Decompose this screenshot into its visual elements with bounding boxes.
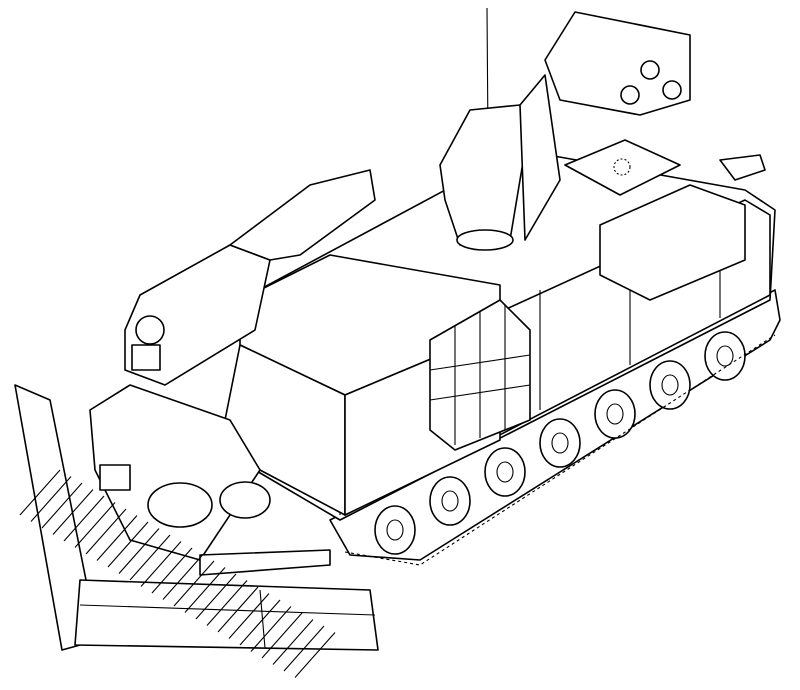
plow-tine: [162, 554, 204, 600]
plow-tine: [107, 521, 149, 568]
plow-tine: [19, 469, 61, 516]
rear-bucket: [544, 11, 691, 116]
rear-deck: [564, 139, 766, 301]
road-wheel: [594, 389, 636, 439]
plow-tine: [239, 599, 281, 646]
plow-tine: [140, 541, 182, 587]
plow-tine: [195, 573, 237, 620]
plow-tine: [129, 534, 171, 581]
road-wheel: [374, 505, 416, 555]
wheel-hub: [661, 374, 679, 396]
plow-tine: [30, 476, 72, 522]
plow-hydraulics: [89, 384, 331, 576]
plow-tine: [261, 612, 303, 659]
plow-tine: [118, 528, 160, 574]
wheel-hub: [606, 403, 624, 425]
plow-tine: [184, 567, 226, 613]
plow-tine: [96, 515, 138, 561]
wheel-hub: [551, 432, 569, 454]
plow-tine: [206, 580, 248, 626]
plow-tine: [217, 586, 259, 633]
road-wheel: [484, 447, 526, 497]
plow-tine: [250, 606, 292, 652]
wheel-hub: [496, 461, 514, 483]
plow-tine: [173, 560, 215, 607]
side-net: [429, 299, 531, 451]
plow-tine: [63, 495, 105, 542]
plow-tine: [74, 502, 116, 548]
crane-turret: [439, 74, 561, 251]
plow-tine: [85, 508, 127, 555]
wheel-hub: [441, 490, 459, 512]
plow-tine: [294, 632, 336, 678]
road-wheel: [704, 331, 746, 381]
plow-tine: [272, 619, 314, 665]
plow-tine: [151, 547, 193, 594]
track-assembly: [329, 289, 781, 566]
road-wheel: [649, 360, 691, 410]
plow-tine: [283, 625, 325, 672]
wheel-hub: [386, 519, 404, 541]
plow-tine: [41, 482, 83, 529]
plow-tine: [228, 593, 270, 639]
road-wheel: [429, 476, 471, 526]
wheel-hub: [716, 345, 734, 367]
boom-housing: [124, 169, 376, 386]
mine-plow-blade: [14, 384, 379, 678]
plow-tine: [52, 489, 94, 535]
road-wheel: [539, 418, 581, 468]
